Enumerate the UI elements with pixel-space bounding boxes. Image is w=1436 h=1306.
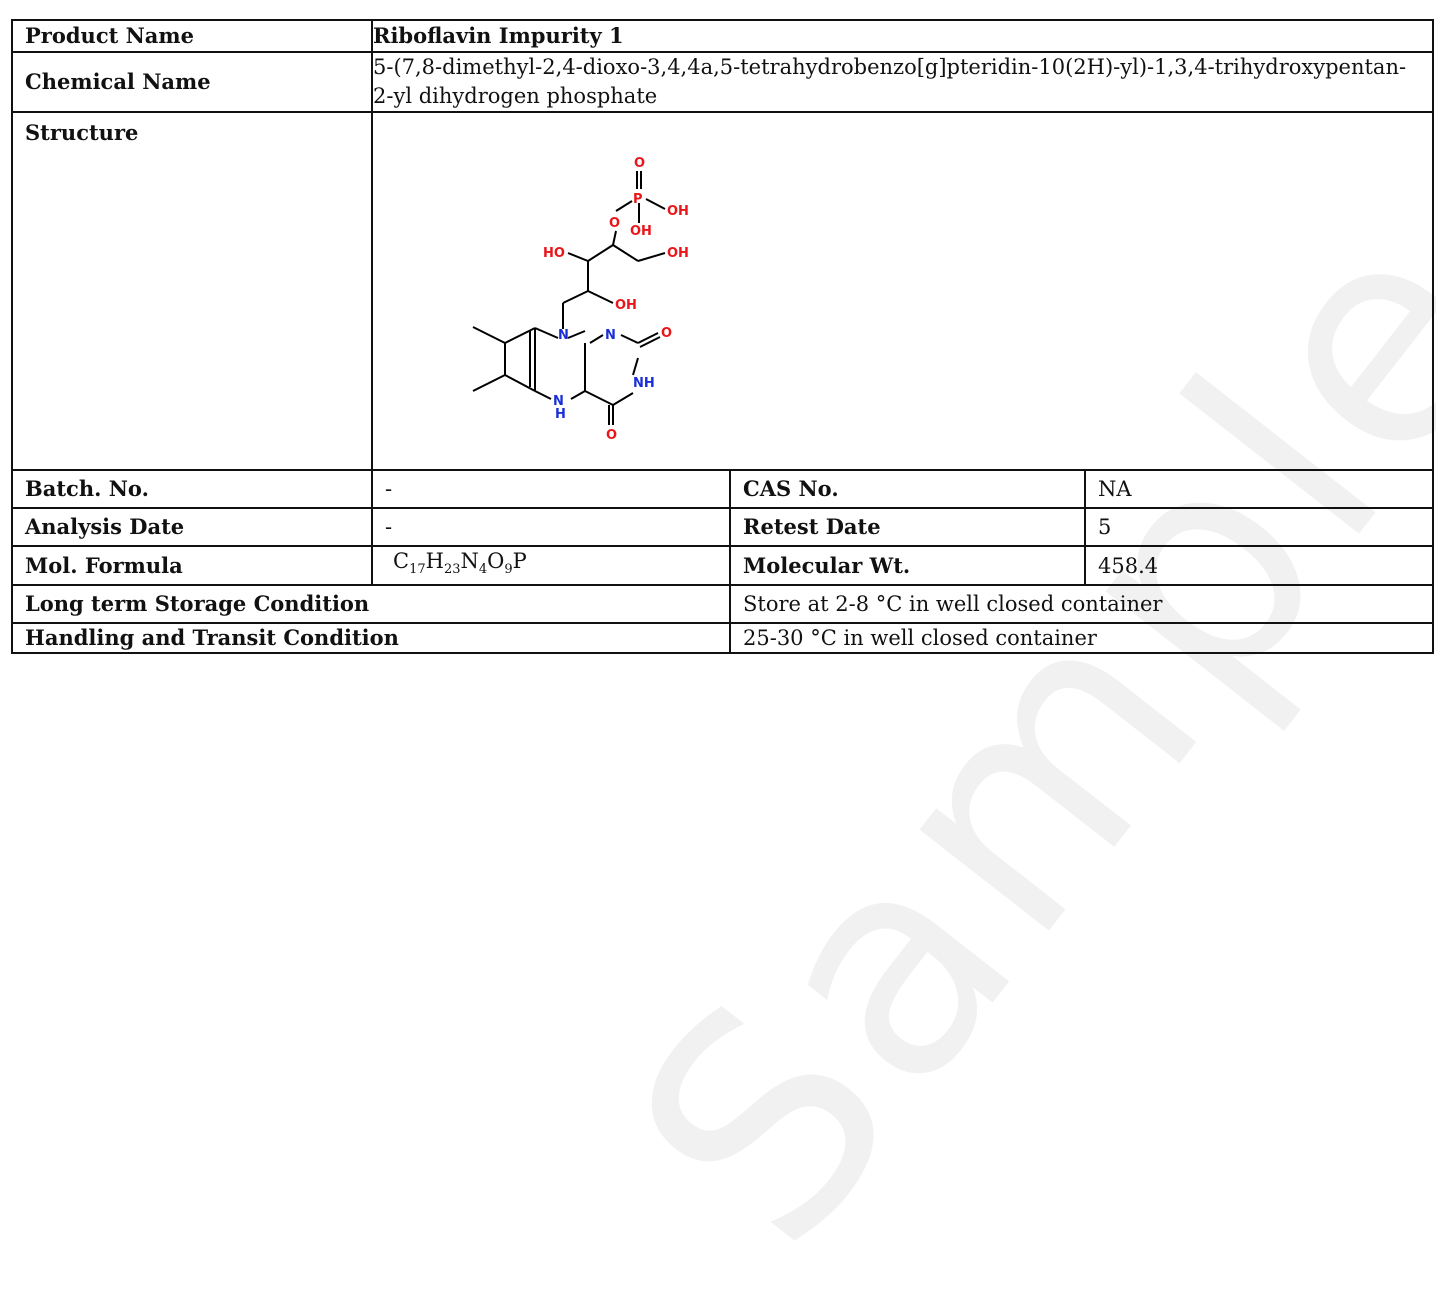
product-name-value: Riboflavin Impurity 1 (370, 19, 1435, 53)
storage-value: Store at 2-8 °C in well closed container (728, 584, 1435, 625)
structure-bonds (472, 171, 666, 425)
atom-oh-p-right: OH (667, 204, 689, 219)
atom-n-1: N (605, 328, 616, 343)
row-chemical-name: Chemical Name 5-(7,8-dimethyl-2,4-dioxo-… (11, 51, 1435, 113)
atom-h-5: H (555, 407, 566, 422)
product-name-label: Product Name (11, 19, 373, 53)
chemical-name-label: Chemical Name (11, 51, 373, 113)
handling-value: 25-30 °C in well closed container (728, 622, 1435, 655)
analysis-date-value: - (371, 507, 731, 547)
row-handling: Handling and Transit Condition 25-30 °C … (11, 622, 1435, 655)
structure-drawing: O P OH OH O HO OH OH N N O NH N H (472, 156, 689, 443)
analysis-date-label: Analysis Date (11, 507, 373, 547)
atom-n-10: N (558, 328, 569, 343)
cas-value: NA (1083, 469, 1435, 509)
atom-oh-mid: OH (615, 298, 637, 313)
molecular-wt-value: 458.4 (1083, 544, 1435, 587)
row-product-name: Product Name Riboflavin Impurity 1 (11, 19, 1435, 53)
formula-n-count: 4 (478, 562, 488, 578)
row-formula: Mol. Formula C17H23N4O9P Molecular Wt. 4… (11, 544, 1435, 587)
formula-h-count: 23 (443, 562, 461, 578)
atom-o-top: O (634, 156, 645, 171)
batch-value: - (371, 469, 731, 509)
row-batch: Batch. No. - CAS No. NA (11, 469, 1435, 509)
batch-label: Batch. No. (11, 469, 373, 509)
coa-table: Product Name Riboflavin Impurity 1 Chemi… (11, 19, 1435, 655)
formula-h: H (425, 549, 444, 573)
storage-label: Long term Storage Condition (11, 584, 731, 625)
atom-oh-p-bottom: OH (630, 224, 652, 239)
atom-o-2: O (661, 326, 672, 341)
formula-o: O (487, 549, 505, 573)
formula-p: P (512, 549, 527, 573)
mol-formula-label: Mol. Formula (11, 544, 373, 587)
atom-nh: NH (633, 376, 655, 391)
formula-c: C (393, 549, 410, 573)
mol-formula-value: C17H23N4O9P (371, 544, 731, 587)
row-analysis: Analysis Date - Retest Date 5 (11, 507, 1435, 547)
structure-atoms: O P OH OH O HO OH OH N N O NH N H (543, 156, 689, 443)
formula-o-count: 9 (504, 562, 513, 578)
molecular-wt-label: Molecular Wt. (729, 544, 1086, 587)
formula-n: N (460, 549, 479, 573)
atom-o-4: O (606, 428, 617, 443)
atom-ho-left: HO (543, 246, 565, 261)
cas-label: CAS No. (729, 469, 1086, 509)
row-structure: Structure (11, 111, 1435, 471)
retest-date-label: Retest Date (729, 507, 1086, 547)
formula-c-count: 17 (409, 562, 426, 578)
atom-p: P (633, 192, 643, 207)
atom-o-ester: O (609, 216, 620, 231)
atom-n-5: N (553, 394, 564, 409)
atom-oh-right: OH (667, 246, 689, 261)
chemical-structure: O P OH OH O HO OH OH N N O NH N H (373, 113, 793, 458)
chemical-name-value: 5-(7,8-dimethyl-2,4-dioxo-3,4,4a,5-tetra… (370, 51, 1435, 113)
handling-label: Handling and Transit Condition (11, 622, 731, 655)
retest-date-value: 5 (1083, 507, 1435, 547)
structure-label: Structure (11, 111, 373, 471)
structure-cell: O P OH OH O HO OH OH N N O NH N H (370, 111, 1435, 471)
row-storage: Long term Storage Condition Store at 2-8… (11, 584, 1435, 625)
